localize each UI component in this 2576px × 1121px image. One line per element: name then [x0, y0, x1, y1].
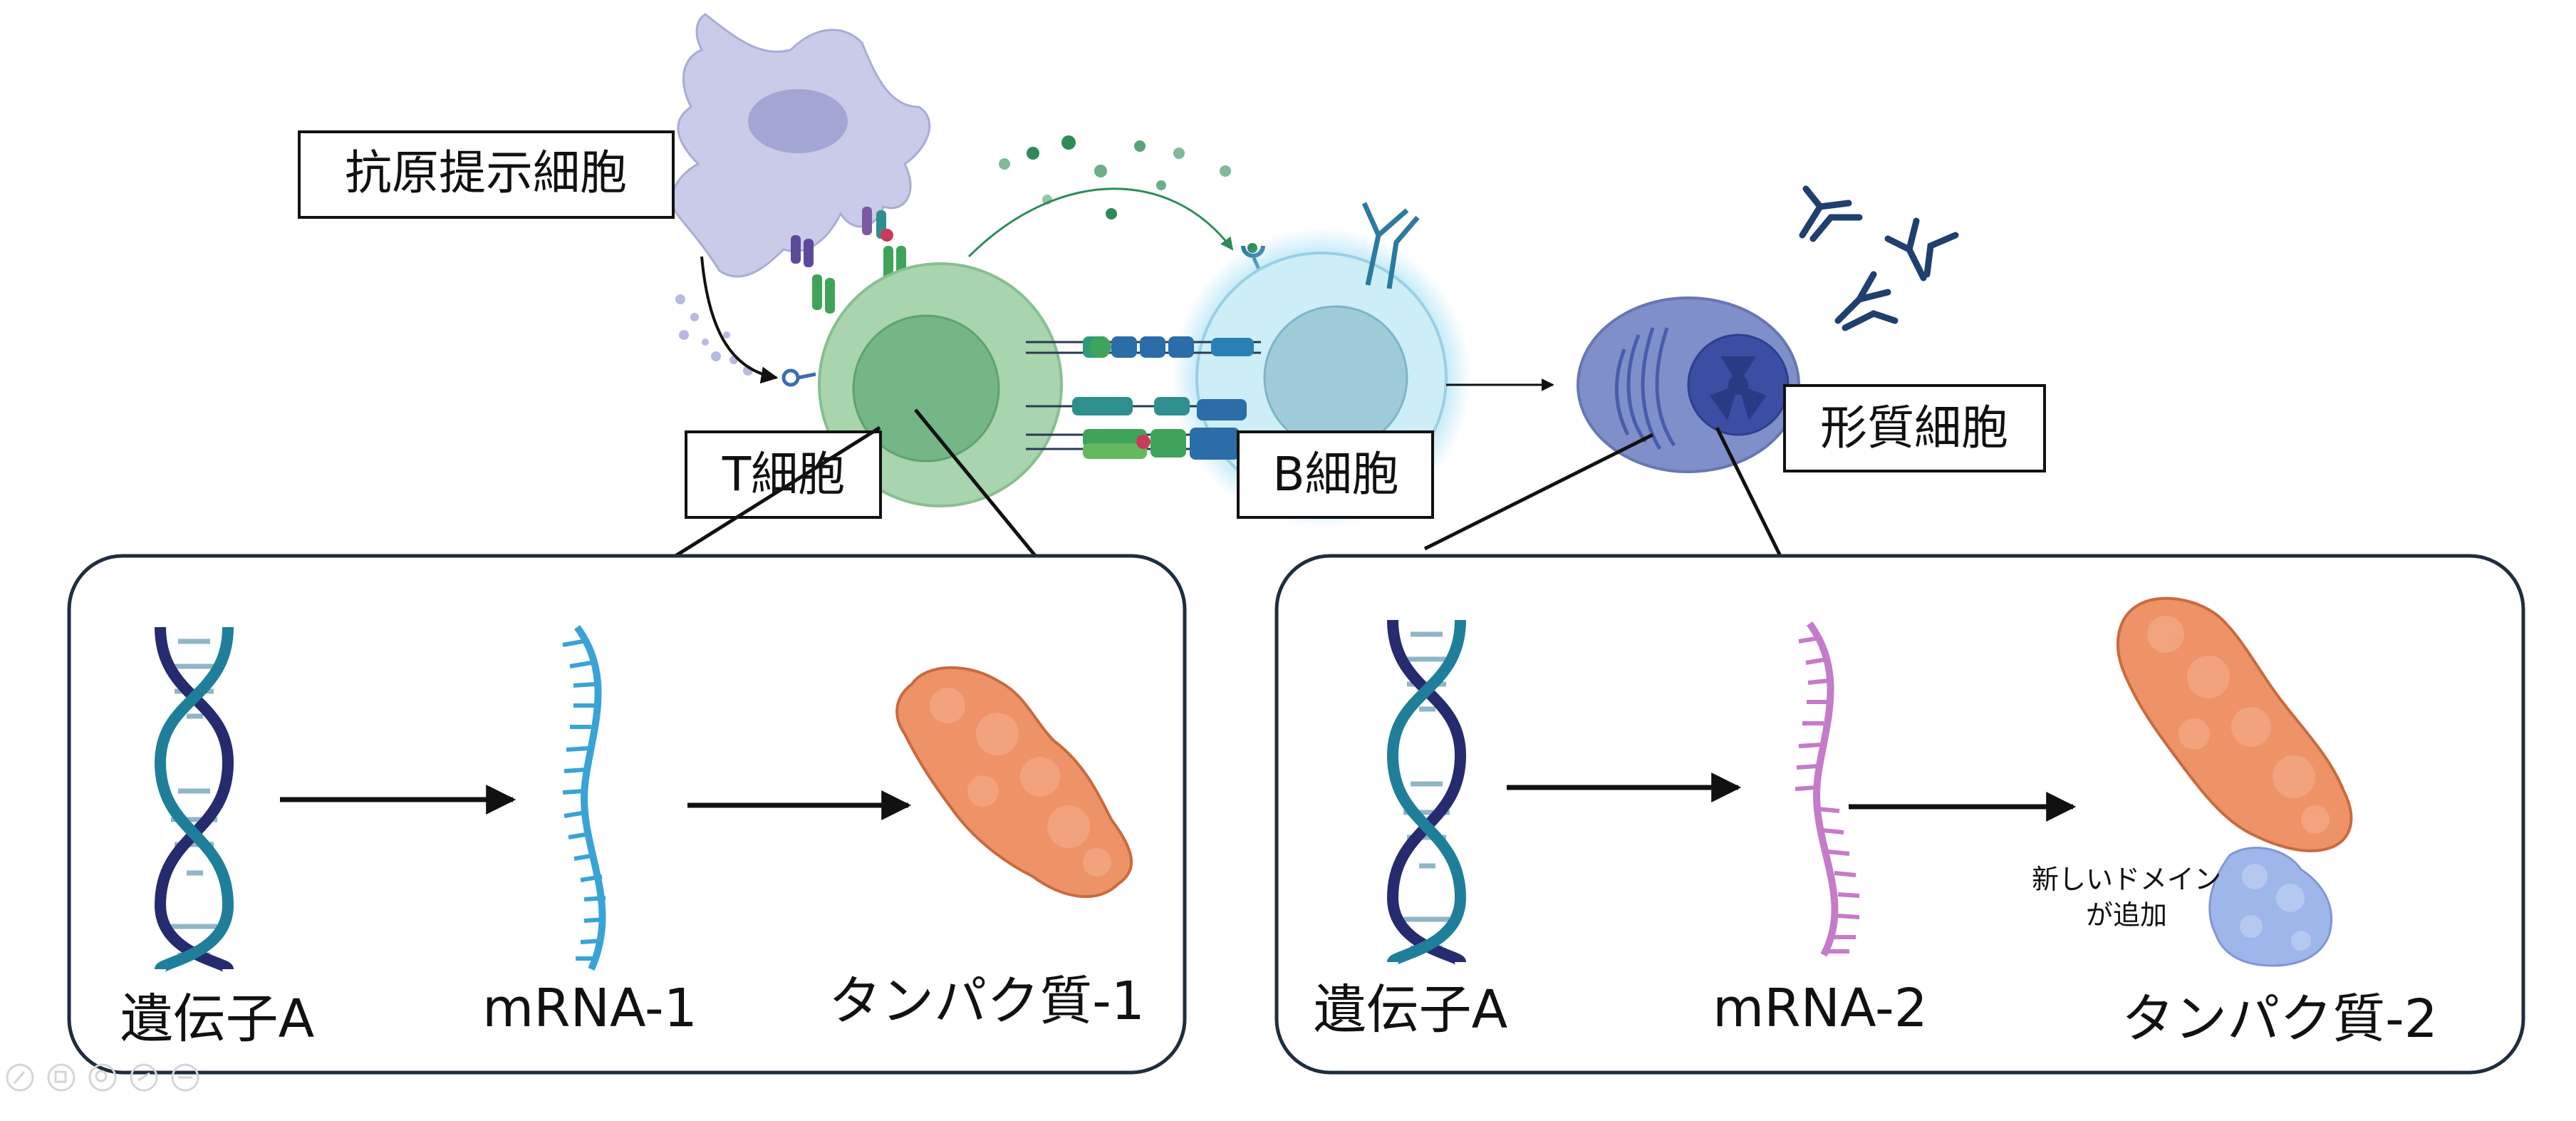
right-expression-panel: 新しいドメイン が追加 遺伝子A mRNA-2 タンパク質-2	[1274, 554, 2525, 1075]
plasma-cell-label: 形質細胞	[1820, 401, 2008, 455]
share-icon[interactable]	[130, 1063, 158, 1092]
protein-1-blob	[895, 666, 1133, 899]
b-cell-label: B細胞	[1272, 447, 1398, 502]
edit-icon[interactable]	[6, 1063, 34, 1092]
left-expression-panel: 遺伝子A mRNA-1 タンパク質-1	[67, 554, 1187, 1075]
image-toolbar	[6, 1063, 199, 1092]
cytokines	[999, 135, 1231, 219]
b-cell-nucleus	[1263, 305, 1408, 450]
left-gene-label: 遺伝子A	[120, 988, 315, 1050]
new-domain-annotation-line1: 新しいドメイン	[2032, 864, 2221, 895]
bcell-surface-antibody	[1361, 202, 1420, 289]
tcell-receptor-small	[781, 368, 816, 387]
left-protein-label: タンパク質-1	[829, 971, 1145, 1032]
callout-lines	[672, 408, 1783, 559]
dna-helix-left	[154, 626, 234, 973]
new-domain-blob	[2208, 847, 2333, 967]
copy-icon[interactable]	[47, 1063, 76, 1092]
plasma-cell-label-box: 形質細胞	[1783, 384, 2046, 472]
zoom-icon[interactable]	[88, 1063, 117, 1092]
secreted-antibodies	[1799, 185, 1959, 331]
apc-nucleus	[748, 89, 848, 153]
antigen-particles	[675, 294, 753, 376]
left-mrna-label: mRNA-1	[482, 978, 697, 1039]
protein-2-blob	[2117, 596, 2353, 852]
mrna-1-strand	[562, 625, 606, 971]
t-cell-nucleus	[852, 314, 1000, 463]
apc-label-box: 抗原提示細胞	[298, 130, 675, 219]
apc-to-tcell-arrow	[700, 256, 779, 384]
right-mrna-label: mRNA-2	[1713, 978, 1928, 1039]
t-cell-label: T細胞	[722, 447, 845, 502]
right-gene-label: 遺伝子A	[1314, 979, 1508, 1040]
new-domain-annotation-line2: が追加	[2086, 899, 2167, 931]
right-protein-label: タンパク質-2	[2121, 988, 2438, 1050]
dna-helix-right	[1386, 619, 1467, 966]
tb-interaction-molecules	[1026, 336, 1261, 460]
tcell-to-bcell-arrow	[967, 187, 1234, 258]
more-icon[interactable]	[171, 1063, 199, 1092]
mrna-2-strand	[1795, 621, 1860, 957]
plasma-cell	[1577, 296, 1800, 473]
apc-label: 抗原提示細胞	[345, 145, 627, 200]
b-cell-label-box: B細胞	[1237, 430, 1434, 519]
